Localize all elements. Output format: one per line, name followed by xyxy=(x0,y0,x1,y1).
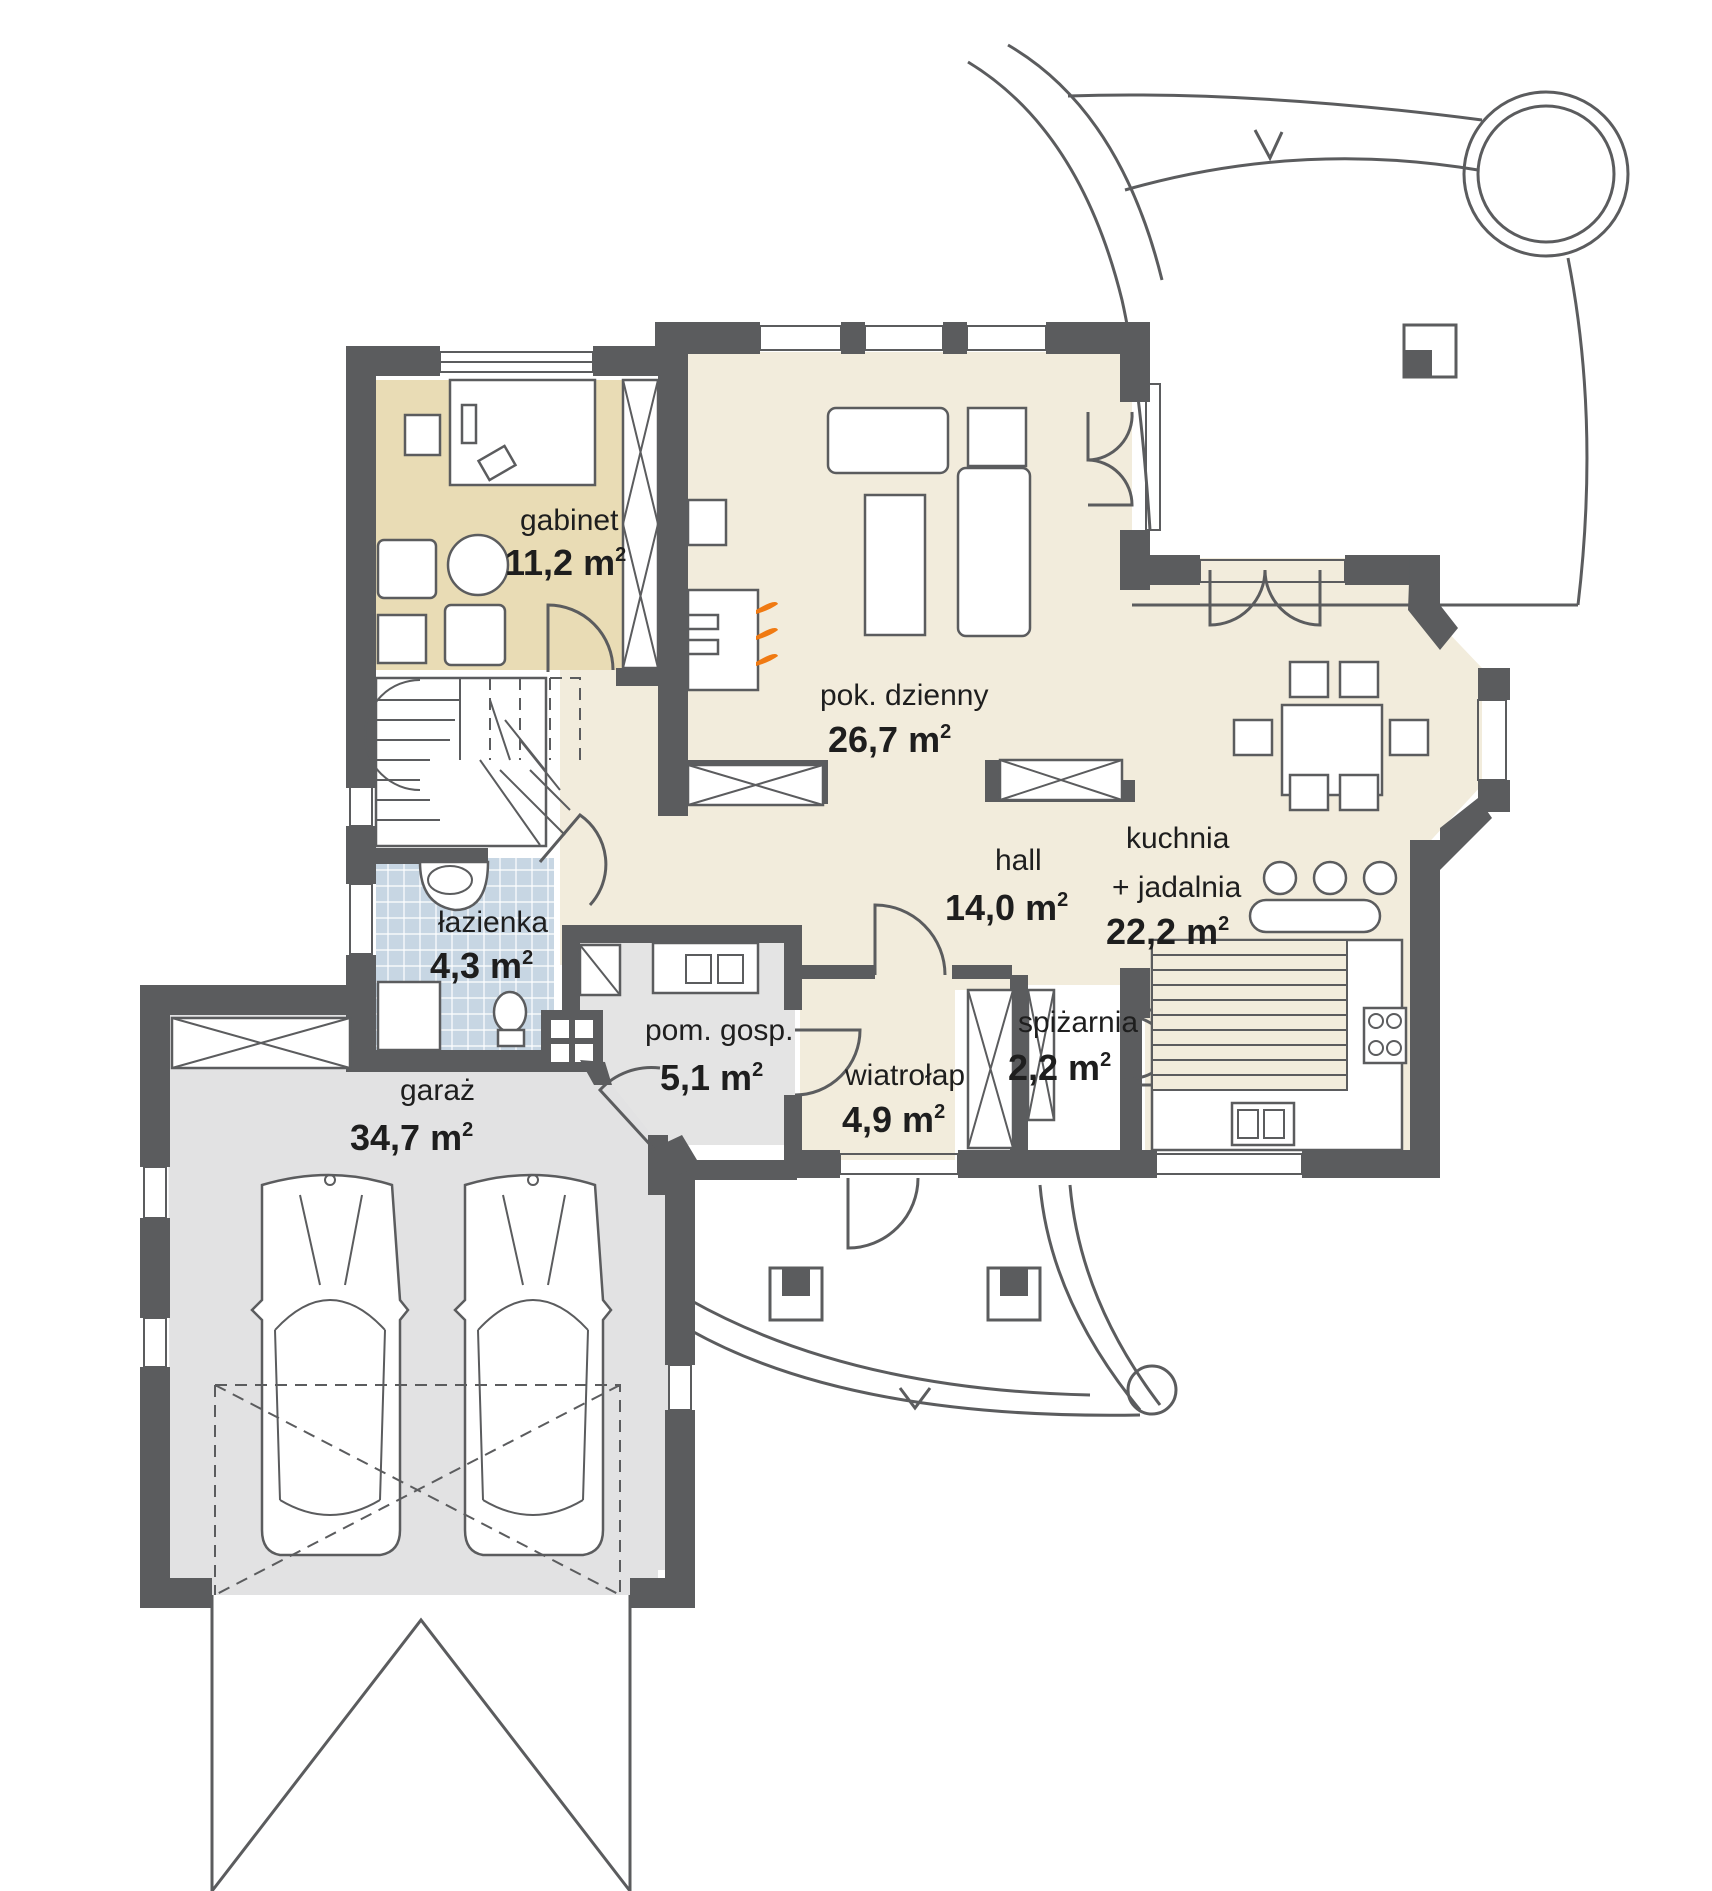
room-area-gabinet: 11,2 m2 xyxy=(505,542,626,583)
exterior-terrace xyxy=(210,43,1630,1891)
vestibule-floor xyxy=(800,990,955,1160)
study-round-table xyxy=(446,533,510,597)
windows xyxy=(143,325,1507,1411)
toilet xyxy=(492,990,528,1034)
furniture xyxy=(170,378,1430,1596)
hall-floor xyxy=(560,665,890,965)
car-right xyxy=(453,1173,613,1557)
room-name2-kuchnia: + jadalnia xyxy=(1112,871,1242,904)
room-name-gabinet: gabinet xyxy=(520,504,619,537)
shower xyxy=(376,980,442,1052)
room-area-hall: 14,0 m2 xyxy=(945,887,1068,928)
room-area-pom-gosp: 5,1 m2 xyxy=(660,1057,763,1098)
room-area-lazienka: 4,3 m2 xyxy=(430,945,533,986)
car-left xyxy=(250,1173,410,1557)
staircase xyxy=(364,676,581,848)
sofa-right xyxy=(956,466,1032,638)
study-wardrobe xyxy=(621,378,660,670)
coffee-table xyxy=(863,493,927,637)
utility-sink-counter xyxy=(651,941,760,995)
terrace-fountain xyxy=(1462,90,1630,258)
room-name-garaz: garaż xyxy=(400,1074,475,1107)
room-area-spizarnia: 2,2 m2 xyxy=(1008,1047,1111,1088)
room-name-lazienka: łazienka xyxy=(438,906,548,939)
room-name-spizarnia: spiżarnia xyxy=(1018,1006,1138,1039)
sofa-top xyxy=(826,406,950,475)
walls xyxy=(140,322,1510,1608)
room-name-kuchnia: kuchnia xyxy=(1126,822,1230,855)
room-area-garaz: 34,7 m2 xyxy=(350,1117,473,1158)
room-name-hall: hall xyxy=(995,844,1042,877)
kitchen-island xyxy=(1248,898,1382,934)
room-name-pom-gosp: pom. gosp. xyxy=(645,1014,793,1047)
room-area-wiatrolap: 4,9 m2 xyxy=(842,1099,945,1140)
room-labels: gabinet 11,2 m2 pok. dzienny 26,7 m2 hal… xyxy=(350,504,1242,1158)
entrance-planter xyxy=(1126,1364,1178,1416)
room-name-wiatrolap: wiatrołap xyxy=(844,1059,965,1092)
room-area-kuchnia: 22,2 m2 xyxy=(1106,911,1229,952)
room-name-pok-dzienny: pok. dzienny xyxy=(820,679,988,712)
tv-cabinet xyxy=(686,498,728,547)
room-area-pok-dzienny: 26,7 m2 xyxy=(828,719,951,760)
